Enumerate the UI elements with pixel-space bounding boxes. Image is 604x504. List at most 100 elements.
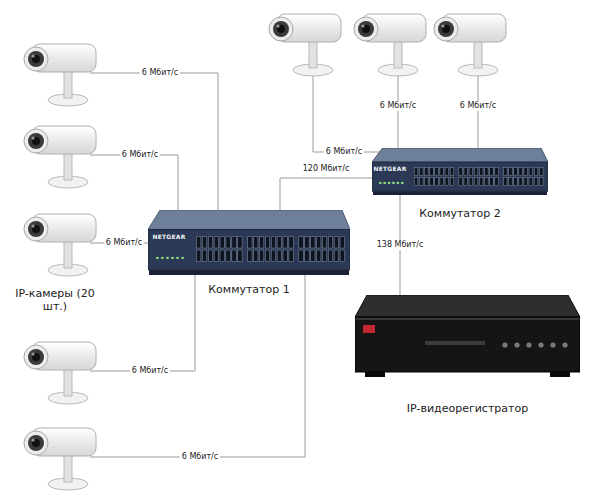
recorder-foot: [550, 372, 570, 377]
recorder-top: [355, 295, 580, 317]
camera-lens-glint: [361, 24, 364, 27]
bandwidth-label: 6 Мбит/с: [130, 366, 170, 376]
bandwidth-label: 6 Мбит/с: [120, 150, 160, 160]
switch-port: [509, 167, 513, 175]
camera-lens: [438, 21, 454, 37]
switch-port: [226, 250, 230, 261]
camera-lens: [28, 221, 44, 237]
switch-port: [271, 250, 275, 261]
switch-port: [425, 167, 429, 175]
recorder-button: [502, 342, 507, 347]
switch-port: [519, 178, 523, 186]
switch-port: [479, 178, 483, 186]
switch-port: [232, 250, 236, 261]
ip-camera-icon: [434, 14, 506, 76]
switch-port: [214, 250, 218, 261]
switch-port: [484, 167, 488, 175]
switch-port: [248, 237, 252, 248]
switch-port: [283, 250, 287, 261]
switch-port: [208, 237, 212, 248]
camera-lens: [28, 51, 44, 67]
ip-camera-icon: [24, 428, 96, 490]
switch-port: [430, 178, 434, 186]
camera-lens-ring: [434, 17, 458, 41]
switch-port: [450, 167, 454, 175]
switch-port: [534, 178, 538, 186]
switch-port: [495, 178, 499, 186]
switch-port: [196, 250, 200, 261]
camera-lens-ring: [24, 129, 48, 153]
switch-port: [265, 250, 269, 261]
switch-led: [156, 257, 159, 259]
switch-port: [484, 178, 488, 186]
switch-port: [430, 167, 434, 175]
camera-stand: [64, 369, 72, 396]
switch-port: [334, 237, 338, 248]
device-label: Коммутатор 1: [208, 283, 289, 296]
switch-led: [171, 257, 174, 259]
switch-port: [539, 178, 543, 186]
recorder-button: [538, 342, 543, 347]
switch-port: [220, 250, 224, 261]
bandwidth-label: 6 Мбит/с: [180, 452, 220, 462]
switch-led: [388, 182, 391, 184]
switch-port: [503, 178, 507, 186]
switch-led: [383, 182, 386, 184]
camera-lens-core: [362, 25, 370, 33]
bandwidth-label: 6 Мбит/с: [104, 238, 144, 248]
switch-port: [419, 167, 423, 175]
switch-port: [299, 237, 303, 248]
switch-port: [322, 237, 326, 248]
camera-lens-glint: [31, 352, 34, 355]
switch-port: [469, 178, 473, 186]
ip-camera-icon: [24, 44, 96, 106]
switch-port: [425, 178, 429, 186]
bandwidth-label: 6 Мбит/с: [378, 101, 418, 111]
switch-led: [166, 257, 169, 259]
switch-port: [254, 250, 258, 261]
ip-camera-icon: [269, 14, 341, 76]
camera-lens-ring: [24, 345, 48, 369]
switch-port: [283, 237, 287, 248]
switch-port: [514, 178, 518, 186]
switch-port: [208, 250, 212, 261]
switch-port: [440, 167, 444, 175]
recorder-button: [562, 342, 567, 347]
recorder-button: [514, 342, 519, 347]
switch-bottom: [149, 270, 349, 275]
camera-stand: [64, 241, 72, 268]
camera-lens-core: [442, 25, 450, 33]
recorder-slot: [425, 341, 485, 345]
switch-port: [277, 250, 281, 261]
switch-port: [259, 250, 263, 261]
switch-top: [372, 148, 548, 162]
camera-cable: [90, 155, 178, 210]
switch-port: [445, 167, 449, 175]
camera-stand: [64, 455, 72, 482]
bandwidth-label: 6 Мбит/с: [324, 147, 364, 157]
switch-port: [311, 237, 315, 248]
switch-port: [469, 167, 473, 175]
switch-port: [495, 167, 499, 175]
switch-port: [459, 167, 463, 175]
switch-port: [202, 237, 206, 248]
switch-port: [414, 178, 418, 186]
switch-port: [414, 167, 418, 175]
switch-port: [524, 178, 528, 186]
recorder-button: [526, 342, 531, 347]
switch-port: [503, 167, 507, 175]
switch-port: [317, 237, 321, 248]
camera-lens-ring: [269, 17, 293, 41]
switch-port: [524, 167, 528, 175]
camera-cable: [313, 76, 380, 152]
switch-port: [259, 237, 263, 248]
switch-port: [419, 178, 423, 186]
switch-port: [322, 250, 326, 261]
camera-cable: [90, 73, 218, 210]
switch-port: [464, 178, 468, 186]
camera-group-label: IP-камеры (20 шт.): [10, 287, 100, 313]
ip-camera-icon: [24, 126, 96, 188]
switch-port: [514, 167, 518, 175]
camera-lens-core: [32, 353, 40, 361]
